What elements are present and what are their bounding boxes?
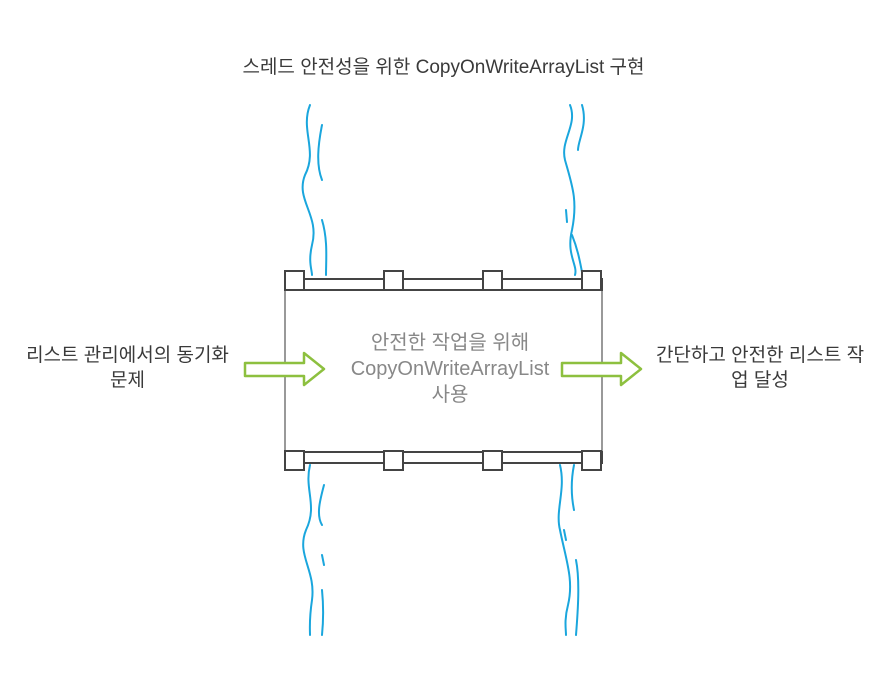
water-streams: [301, 104, 585, 636]
stream-line: [317, 484, 325, 636]
stream-line: [301, 104, 315, 276]
stream-line: [563, 464, 580, 636]
stream-line: [565, 104, 585, 273]
stream-line: [557, 464, 572, 636]
process-label-line: 안전한 작업을 위해: [370, 332, 530, 354]
output-label: 간단하고 안전한 리스트 작업 달성: [655, 345, 865, 391]
stream-line: [302, 464, 314, 636]
clamp: [581, 270, 602, 291]
input-arrow-icon: [243, 351, 326, 387]
bottom-rail: [284, 451, 603, 464]
stream-line: [317, 124, 328, 276]
clamp: [383, 270, 404, 291]
input-label: 리스트 관리에서의 동기화 문제: [26, 345, 229, 391]
output-arrow-icon: [560, 351, 643, 387]
process-label-line: CopyOnWriteArrayList: [350, 358, 550, 380]
clamp: [482, 450, 503, 471]
clamp: [284, 270, 305, 291]
process-label-line: 사용: [431, 384, 469, 406]
diagram-title: 스레드 안전성을 위한 CopyOnWriteArrayList 구현: [242, 57, 645, 78]
top-rail: [284, 278, 603, 291]
clamp: [581, 450, 602, 471]
pipe-frame: [284, 270, 603, 471]
clamp: [383, 450, 404, 471]
process-label: 안전한 작업을 위해 CopyOnWriteArrayList 사용: [300, 330, 600, 408]
process-box: [284, 289, 603, 453]
stream-line: [563, 104, 577, 276]
clamp: [284, 450, 305, 471]
clamp: [482, 270, 503, 291]
